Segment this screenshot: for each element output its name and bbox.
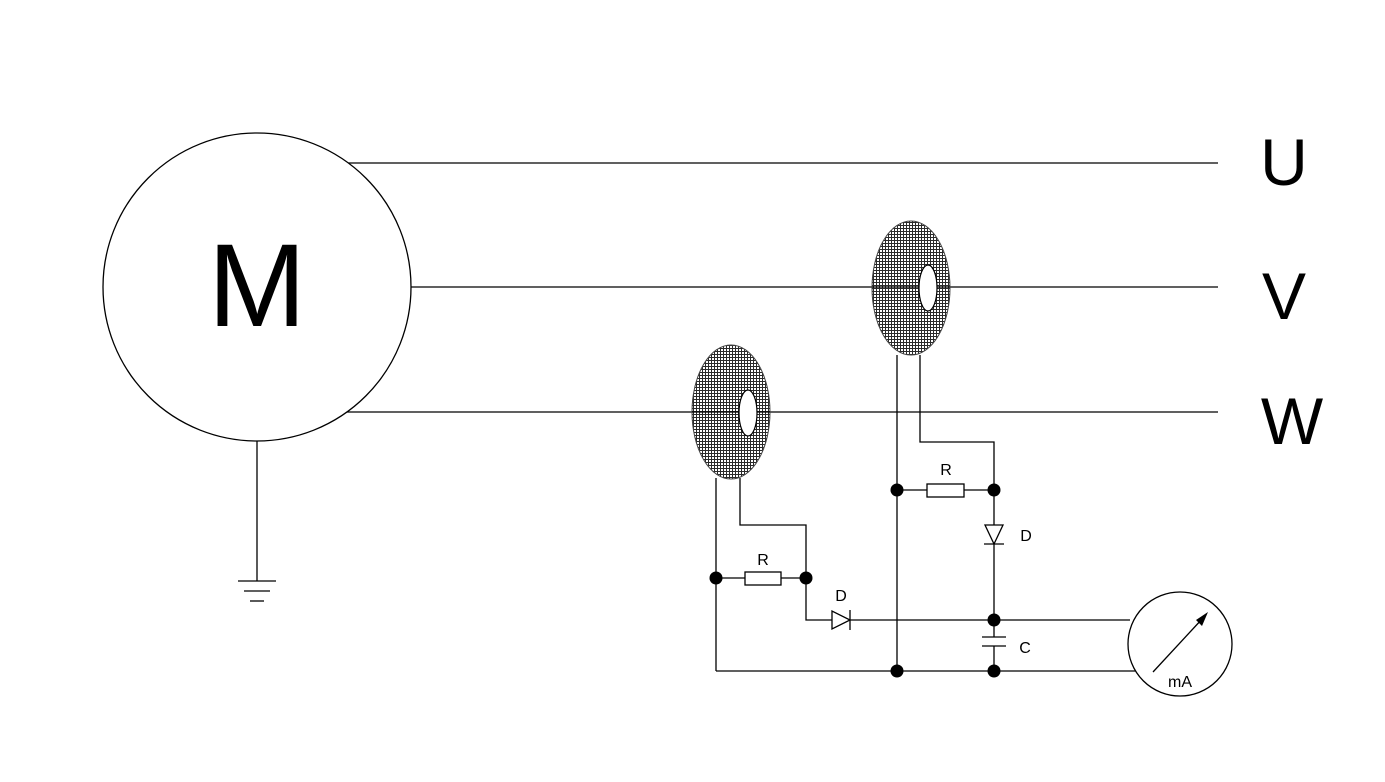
diode-1 [831, 609, 852, 631]
resistor-2 [926, 483, 965, 498]
ground-symbol [238, 441, 276, 602]
milliammeter [1127, 591, 1233, 697]
current-transformer-w [691, 344, 771, 480]
diode-2-label: D [1020, 528, 1032, 545]
current-transformer-v [871, 220, 951, 356]
phase-label-w: W [1261, 384, 1324, 458]
diode-2 [983, 524, 1005, 546]
diode-1-label: D [835, 588, 847, 605]
junction-dots [709, 483, 1001, 678]
motor-label: M [208, 220, 306, 352]
capacitor-label: C [1019, 640, 1031, 657]
milliammeter-label: mA [1168, 674, 1192, 691]
capacitor [982, 636, 1006, 647]
resistor-1 [744, 571, 782, 586]
resistor-2-label: R [940, 462, 952, 479]
circuit-v [896, 355, 995, 671]
phase-label-u: U [1260, 125, 1308, 199]
phase-label-v: V [1262, 259, 1306, 333]
resistor-1-label: R [757, 552, 769, 569]
